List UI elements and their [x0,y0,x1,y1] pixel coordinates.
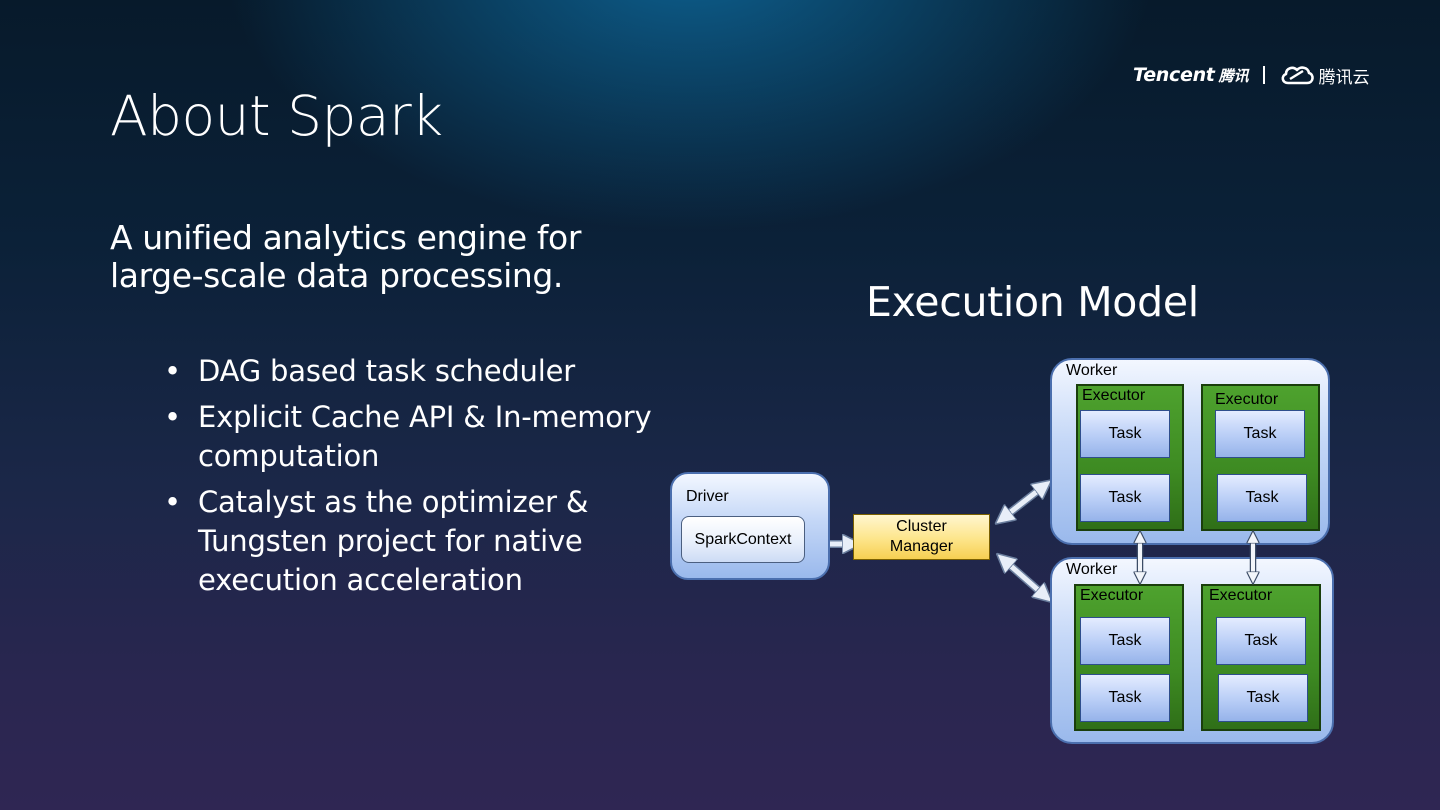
logo-divider [1262,66,1265,84]
task-box: Task [1216,617,1306,665]
slide-subtitle: A unified analytics engine for large-sca… [110,218,581,295]
bullet-dot: • [164,354,181,388]
executor-box: Executor Task Task [1074,584,1184,731]
spark-context-box: SparkContext [681,516,805,563]
task-box: Task [1215,410,1305,458]
bullet-text: Explicit Cache API & In-memory computati… [198,400,652,473]
task-box: Task [1080,410,1170,458]
task-box: Task [1080,617,1170,665]
slide-title: About Spark [110,84,443,148]
executor-label: Executor [1215,391,1279,408]
worker-box: Worker Executor Task Task Executor Task … [1050,557,1334,744]
task-box: Task [1218,674,1308,722]
cloud-icon [1281,66,1314,85]
bullet-dot: • [164,400,181,434]
bullet-text: Catalyst as the optimizer & Tungsten pro… [198,485,589,597]
bullet-item: • Explicit Cache API & In-memory computat… [160,398,680,476]
executor-label: Executor [1082,387,1146,404]
executor-box: Executor Task Task [1201,384,1320,531]
bullet-text: DAG based task scheduler [198,354,575,388]
bullet-item: • DAG based task scheduler [160,352,680,391]
bullet-item: • Catalyst as the optimizer & Tungsten pr… [160,483,680,600]
manager-worker1-arrow [1003,486,1044,518]
cluster-manager-box: Cluster Manager [853,514,990,560]
manager-worker2-arrow [1004,560,1045,596]
tencent-logo: Tencent 腾讯 腾讯云 [1133,60,1370,90]
logo-brand-cn: 腾讯 [1218,66,1249,85]
cluster-manager-line2: Manager [889,538,954,555]
executor-label: Executor [1209,587,1273,604]
bullet-dot: • [164,485,181,519]
tencent-cloud-logo: 腾讯云 [1279,63,1370,88]
driver-box: Driver SparkContext [670,472,830,580]
task-box: Task [1217,474,1307,522]
worker-label: Worker [1066,362,1118,379]
diagram-title: Execution Model [866,278,1199,326]
executor-box: Executor Task Task [1201,584,1321,731]
cluster-manager-line1: Cluster [896,518,947,535]
task-box: Task [1080,474,1170,522]
driver-label: Driver [686,488,729,505]
logo-cloud-cn: 腾讯云 [1318,67,1370,88]
bullet-list: • DAG based task scheduler • Explicit Cach… [160,352,680,607]
executor-box: Executor Task Task [1076,384,1184,531]
worker-label: Worker [1066,561,1118,578]
worker-box: Worker Executor Task Task Executor Task … [1050,358,1330,545]
logo-brand: Tencent [1133,64,1215,86]
task-box: Task [1080,674,1170,722]
executor-label: Executor [1080,587,1144,604]
